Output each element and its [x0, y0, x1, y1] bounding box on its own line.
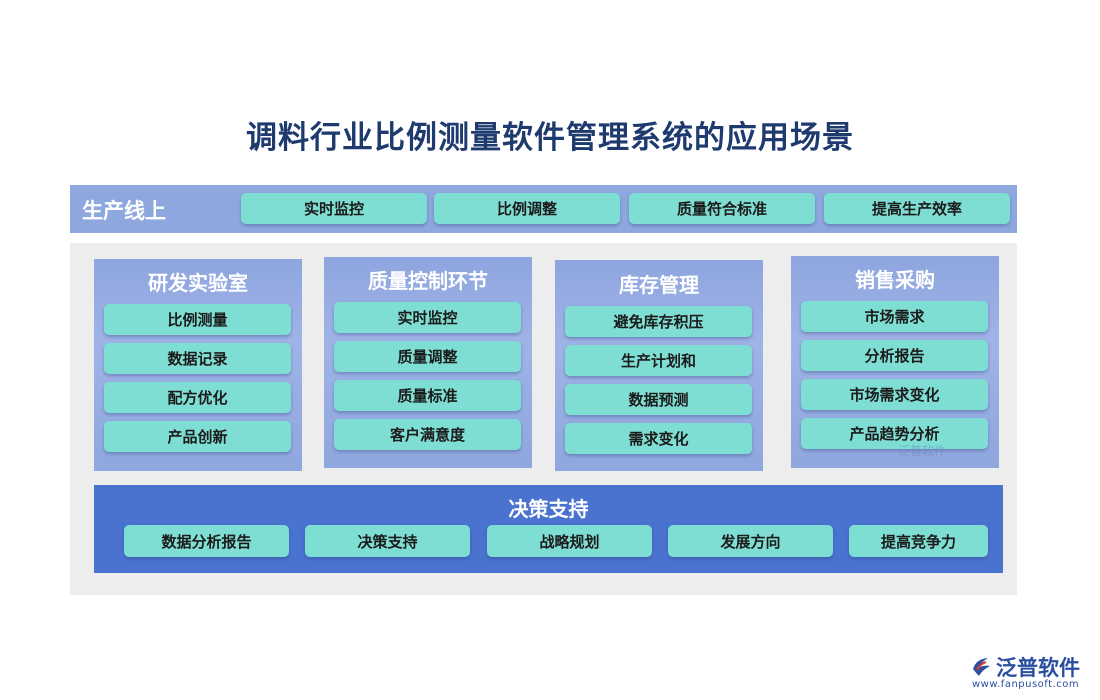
column-item: 市场需求 [801, 301, 988, 332]
column-title: 库存管理 [619, 273, 699, 297]
production-line-item: 比例调整 [434, 193, 620, 224]
column-inventory: 库存管理 避免库存积压 生产计划和 数据预测 需求变化 [555, 260, 763, 471]
decision-item: 发展方向 [668, 525, 833, 557]
brand-logo: 泛普软件 www.fanpusoft.com [970, 651, 1095, 695]
diagram-title: 调料行业比例测量软件管理系统的应用场景 [246, 120, 854, 156]
column-item: 产品趋势分析 [801, 418, 988, 449]
brand-logo-icon [973, 658, 990, 676]
column-item: 数据记录 [104, 343, 291, 374]
column-item: 产品创新 [104, 421, 291, 452]
decision-title: 决策支持 [508, 497, 589, 521]
production-line-item: 提高生产效率 [824, 193, 1010, 224]
column-title: 质量控制环节 [368, 269, 488, 293]
brand-logo-text: 泛普软件 [996, 656, 1080, 680]
column-item: 数据预测 [565, 384, 752, 415]
brand-logo-url: www.fanpusoft.com [972, 679, 1080, 690]
column-item: 质量调整 [334, 341, 521, 372]
production-line-bar: 生产线上 实时监控 比例调整 质量符合标准 提高生产效率 [70, 185, 1017, 233]
watermark: 泛普软件 [898, 444, 947, 458]
column-rd-lab: 研发实验室 比例测量 数据记录 配方优化 产品创新 [94, 259, 302, 471]
column-item: 分析报告 [801, 340, 988, 371]
production-line-item: 实时监控 [241, 193, 427, 224]
production-line-label: 生产线上 [82, 199, 166, 223]
decision-item: 决策支持 [305, 525, 470, 557]
column-title: 销售采购 [855, 268, 935, 292]
column-item: 配方优化 [104, 382, 291, 413]
column-item: 市场需求变化 [801, 379, 988, 410]
decision-item: 数据分析报告 [124, 525, 289, 557]
decision-item: 战略规划 [487, 525, 652, 557]
column-quality-control: 质量控制环节 实时监控 质量调整 质量标准 客户满意度 [324, 257, 532, 468]
column-item: 质量标准 [334, 380, 521, 411]
column-item: 避免库存积压 [565, 306, 752, 337]
decision-item: 提高竞争力 [849, 525, 988, 557]
decision-support-bar: 决策支持 数据分析报告 决策支持 战略规划 发展方向 提高竞争力 [94, 485, 1003, 573]
column-item: 客户满意度 [334, 419, 521, 450]
column-item: 实时监控 [334, 302, 521, 333]
production-line-item: 质量符合标准 [629, 193, 815, 224]
column-item: 需求变化 [565, 423, 752, 454]
column-item: 生产计划和 [565, 345, 752, 376]
column-item: 比例测量 [104, 304, 291, 335]
column-sales-procurement: 销售采购 市场需求 分析报告 市场需求变化 产品趋势分析 [791, 256, 999, 468]
column-title: 研发实验室 [148, 271, 248, 295]
